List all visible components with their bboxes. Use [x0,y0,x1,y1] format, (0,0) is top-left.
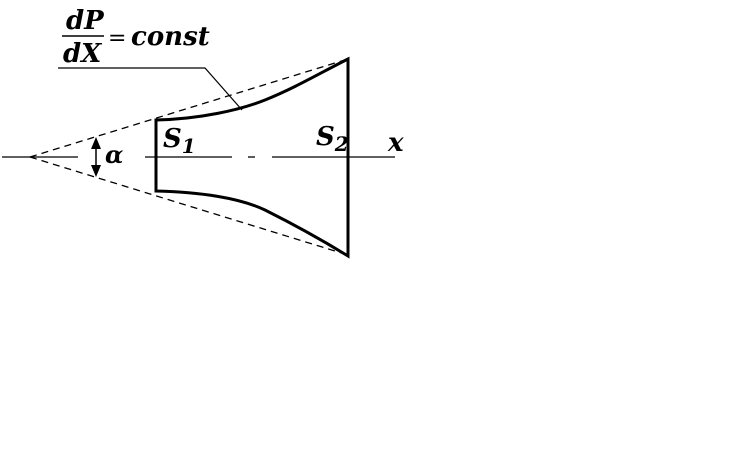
angle-arrow-down-icon [91,165,101,177]
formula-rhs: const [131,22,210,52]
angle-label: α [105,140,123,169]
horn-outline [154,56,350,259]
axis-x-label: x [387,128,404,158]
formula-equals: = [108,26,126,51]
formula-denominator: dX [63,39,103,69]
label-s1: S1 [163,124,196,158]
formula-numerator: dP [66,6,105,36]
label-s2: S2 [316,122,349,156]
cone-line-lower [29,156,349,256]
cone-line-upper [29,58,349,158]
angle-arrow-up-icon [91,137,101,149]
formula-leader-line [58,67,243,111]
